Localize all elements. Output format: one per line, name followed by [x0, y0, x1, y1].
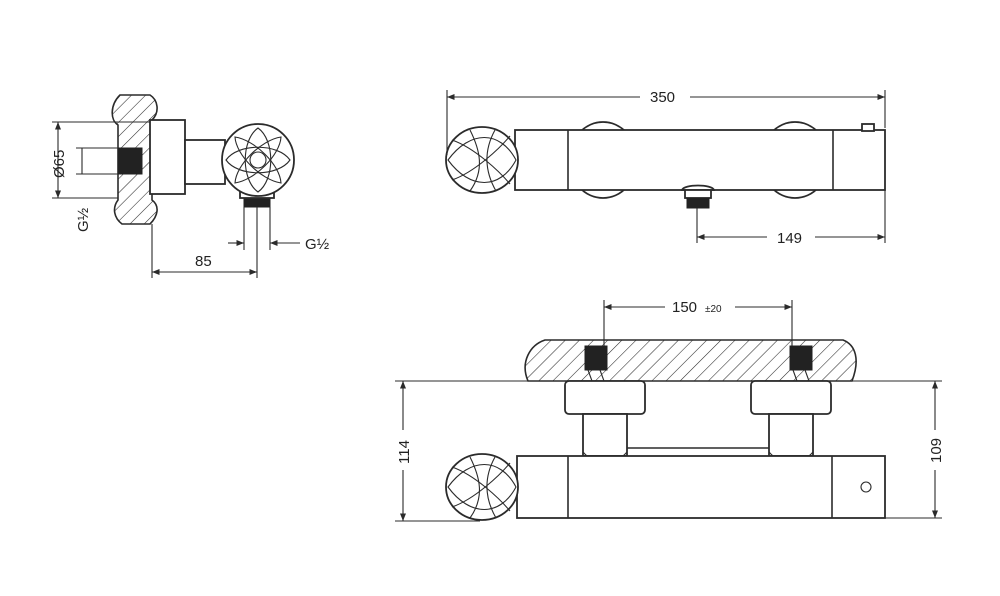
dim-front-height-left: 114: [396, 440, 413, 464]
top-outlet-ring: [684, 189, 712, 199]
dim-front-centers-tolerance: ±20: [705, 304, 722, 315]
top-outlet-collar: [680, 184, 716, 191]
front-escutcheon-right: [750, 380, 832, 415]
front-escutcheon-left: [564, 380, 646, 415]
dim-side-thread-inlet: G½: [75, 207, 92, 232]
dim-front-height-right: 109: [928, 438, 945, 463]
dim-side-diameter: Ø65: [51, 150, 68, 178]
front-view: 150 ±20 114 109: [395, 299, 945, 522]
front-stop-button: [860, 481, 872, 493]
side-connector: [184, 139, 226, 185]
front-pipe-right: [768, 413, 814, 457]
side-view: Ø65 G½ G½ 85: [51, 94, 330, 278]
side-body-plate: [149, 119, 186, 195]
dim-top-length: 350: [650, 89, 675, 106]
top-outlet-nut: [686, 197, 710, 209]
dim-top-outlet-offset: 149: [777, 230, 802, 247]
side-handle-knob: [221, 123, 295, 197]
front-pipe-left: [582, 413, 628, 457]
front-handle-knob: [445, 453, 519, 521]
top-cap: [861, 123, 875, 132]
front-main-body: [516, 455, 886, 519]
front-wall-pipe-right: [789, 345, 813, 371]
top-handle-knob: [445, 126, 519, 194]
top-view: 350 149: [445, 89, 886, 247]
dim-side-thread-outlet: G½: [305, 236, 330, 253]
dim-side-depth: 85: [195, 253, 212, 270]
side-wall-pipe: [117, 147, 143, 175]
top-main-body: [514, 129, 886, 191]
front-wall-pipe-left: [584, 345, 608, 371]
dim-front-centers: 150: [672, 299, 697, 316]
